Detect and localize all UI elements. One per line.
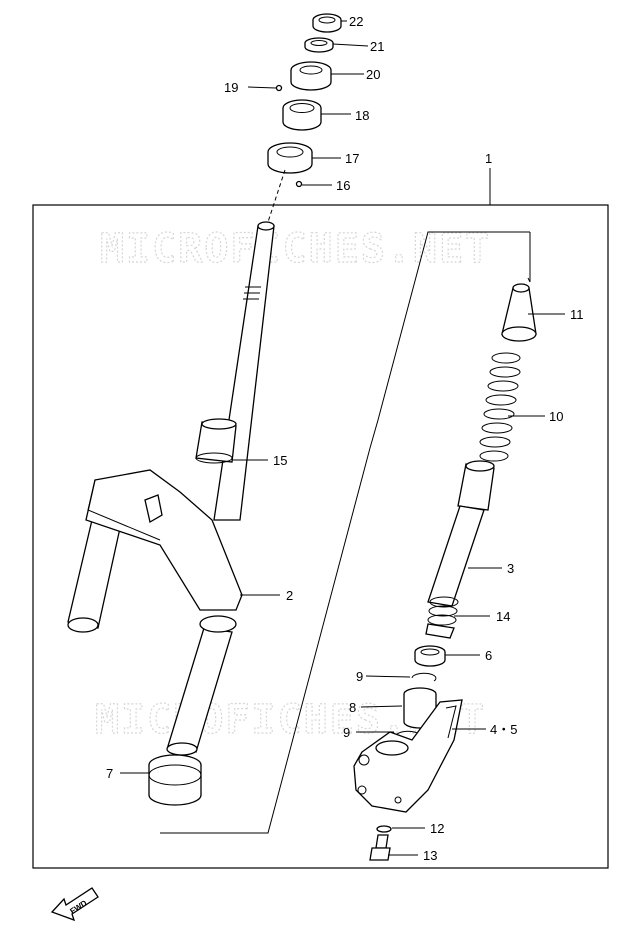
- part-14-spring[interactable]: [425, 596, 459, 639]
- part-7-cap[interactable]: [148, 754, 202, 806]
- callout-18: 18: [355, 108, 369, 123]
- callout-4-5: 4・5: [490, 722, 517, 737]
- callout-16: 16: [336, 178, 350, 193]
- callout-11: 11: [570, 307, 584, 322]
- axis-top-stack: [267, 169, 286, 223]
- part-6-seal[interactable]: [414, 645, 446, 667]
- part-13-bolt[interactable]: [369, 834, 391, 861]
- fwd-arrow-icon: FWD: [50, 887, 99, 922]
- watermark-top: MICROFICHES.NET: [100, 226, 491, 272]
- callout-15: 15: [273, 453, 287, 468]
- part-12-washer[interactable]: [376, 825, 392, 833]
- part-19-ball[interactable]: [275, 84, 283, 92]
- callout-8: 8: [349, 700, 356, 715]
- callout-13: 13: [423, 848, 437, 863]
- callout-10: 10: [549, 409, 563, 424]
- callout-1: 1: [485, 151, 492, 166]
- part-16-ball[interactable]: [295, 180, 303, 188]
- part-2-steering-stem-fork[interactable]: [67, 221, 275, 756]
- part-21-washer[interactable]: [304, 37, 334, 53]
- callout-21: 21: [370, 39, 384, 54]
- part-4-5-lower-leg[interactable]: [353, 699, 463, 813]
- part-11-cap[interactable]: [501, 283, 537, 342]
- callout-7: 7: [106, 766, 113, 781]
- callout-9-lower: 9: [343, 725, 350, 740]
- callout-2: 2: [286, 588, 293, 603]
- callout-3: 3: [507, 561, 514, 576]
- part-3-damper-rod[interactable]: [427, 460, 495, 607]
- part-15-sleeve[interactable]: [195, 418, 237, 464]
- part-9-circlip-upper[interactable]: [411, 672, 437, 682]
- callout-12: 12: [430, 821, 444, 836]
- part-18-race[interactable]: [282, 99, 322, 131]
- part-22-nut[interactable]: [312, 13, 342, 33]
- leader-lines: [120, 20, 565, 856]
- callout-14: 14: [496, 609, 510, 624]
- dashed-connector: [160, 231, 531, 834]
- callout-9-upper: 9: [356, 669, 363, 684]
- part-17-race[interactable]: [267, 142, 313, 174]
- assembly-frame: [32, 204, 609, 869]
- callout-19: 19: [224, 80, 238, 95]
- callout-20: 20: [366, 67, 380, 82]
- part-20-nut[interactable]: [290, 61, 332, 91]
- part-10-spring[interactable]: [479, 352, 521, 462]
- callout-22: 22: [349, 14, 363, 29]
- callout-6: 6: [485, 648, 492, 663]
- callout-17: 17: [345, 151, 359, 166]
